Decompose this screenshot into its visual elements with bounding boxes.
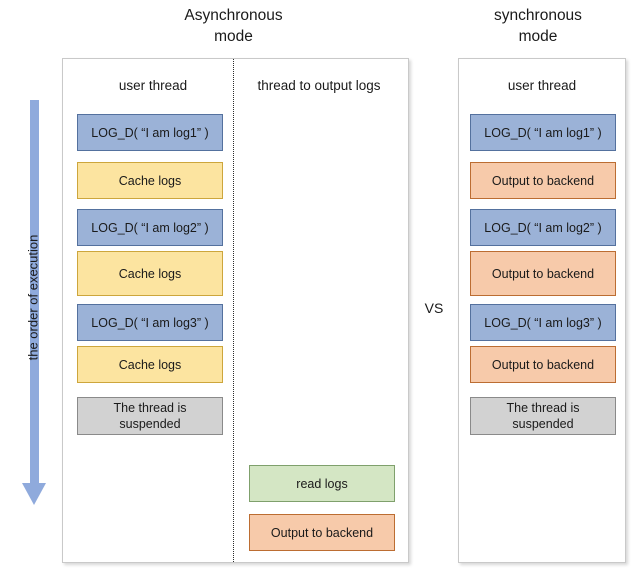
sync-step-box-output-to-backend-3[interactable]: Output to backend — [470, 346, 616, 383]
step-box-cache-logs-3[interactable]: Cache logs — [77, 346, 223, 383]
step-box-read-logs[interactable]: read logs — [249, 465, 395, 502]
sync-mode-panel: user thread LOG_D( “I am log1” ) Output … — [458, 58, 626, 563]
sync-step-box-log-d-2[interactable]: LOG_D( “I am log2” ) — [470, 209, 616, 246]
order-of-execution-arrow: the order of execution — [0, 100, 55, 515]
sync-step-box-output-to-backend-2[interactable]: Output to backend — [470, 251, 616, 296]
async-mode-panel: user thread thread to output logs LOG_D(… — [62, 58, 409, 563]
sync-step-box-log-d-3[interactable]: LOG_D( “I am log3” ) — [470, 304, 616, 341]
sync-user-thread-header: user thread — [507, 78, 577, 93]
arrow-head-icon — [22, 483, 46, 505]
async-output-thread-header: thread to output logs — [257, 78, 381, 93]
sync-step-box-output-to-backend-1[interactable]: Output to backend — [470, 162, 616, 199]
step-box-cache-logs-1[interactable]: Cache logs — [77, 162, 223, 199]
thread-divider — [233, 59, 234, 562]
step-box-output-to-backend-async[interactable]: Output to backend — [249, 514, 395, 551]
step-box-log-d-1[interactable]: LOG_D( “I am log1” ) — [77, 114, 223, 151]
step-box-thread-suspended[interactable]: The thread is suspended — [77, 397, 223, 435]
vs-label: VS — [424, 300, 444, 316]
step-box-cache-logs-2[interactable]: Cache logs — [77, 251, 223, 296]
sync-step-box-log-d-1[interactable]: LOG_D( “I am log1” ) — [470, 114, 616, 151]
arrow-shaft — [30, 100, 39, 485]
async-user-thread-header: user thread — [118, 78, 188, 93]
sync-step-box-thread-suspended[interactable]: The thread is suspended — [470, 397, 616, 435]
sync-mode-title: synchronous mode — [494, 7, 582, 45]
async-mode-title: Asynchronous mode — [184, 7, 283, 45]
step-box-log-d-2[interactable]: LOG_D( “I am log2” ) — [77, 209, 223, 246]
order-of-execution-label: the order of execution — [25, 234, 41, 361]
step-box-log-d-3[interactable]: LOG_D( “I am log3” ) — [77, 304, 223, 341]
